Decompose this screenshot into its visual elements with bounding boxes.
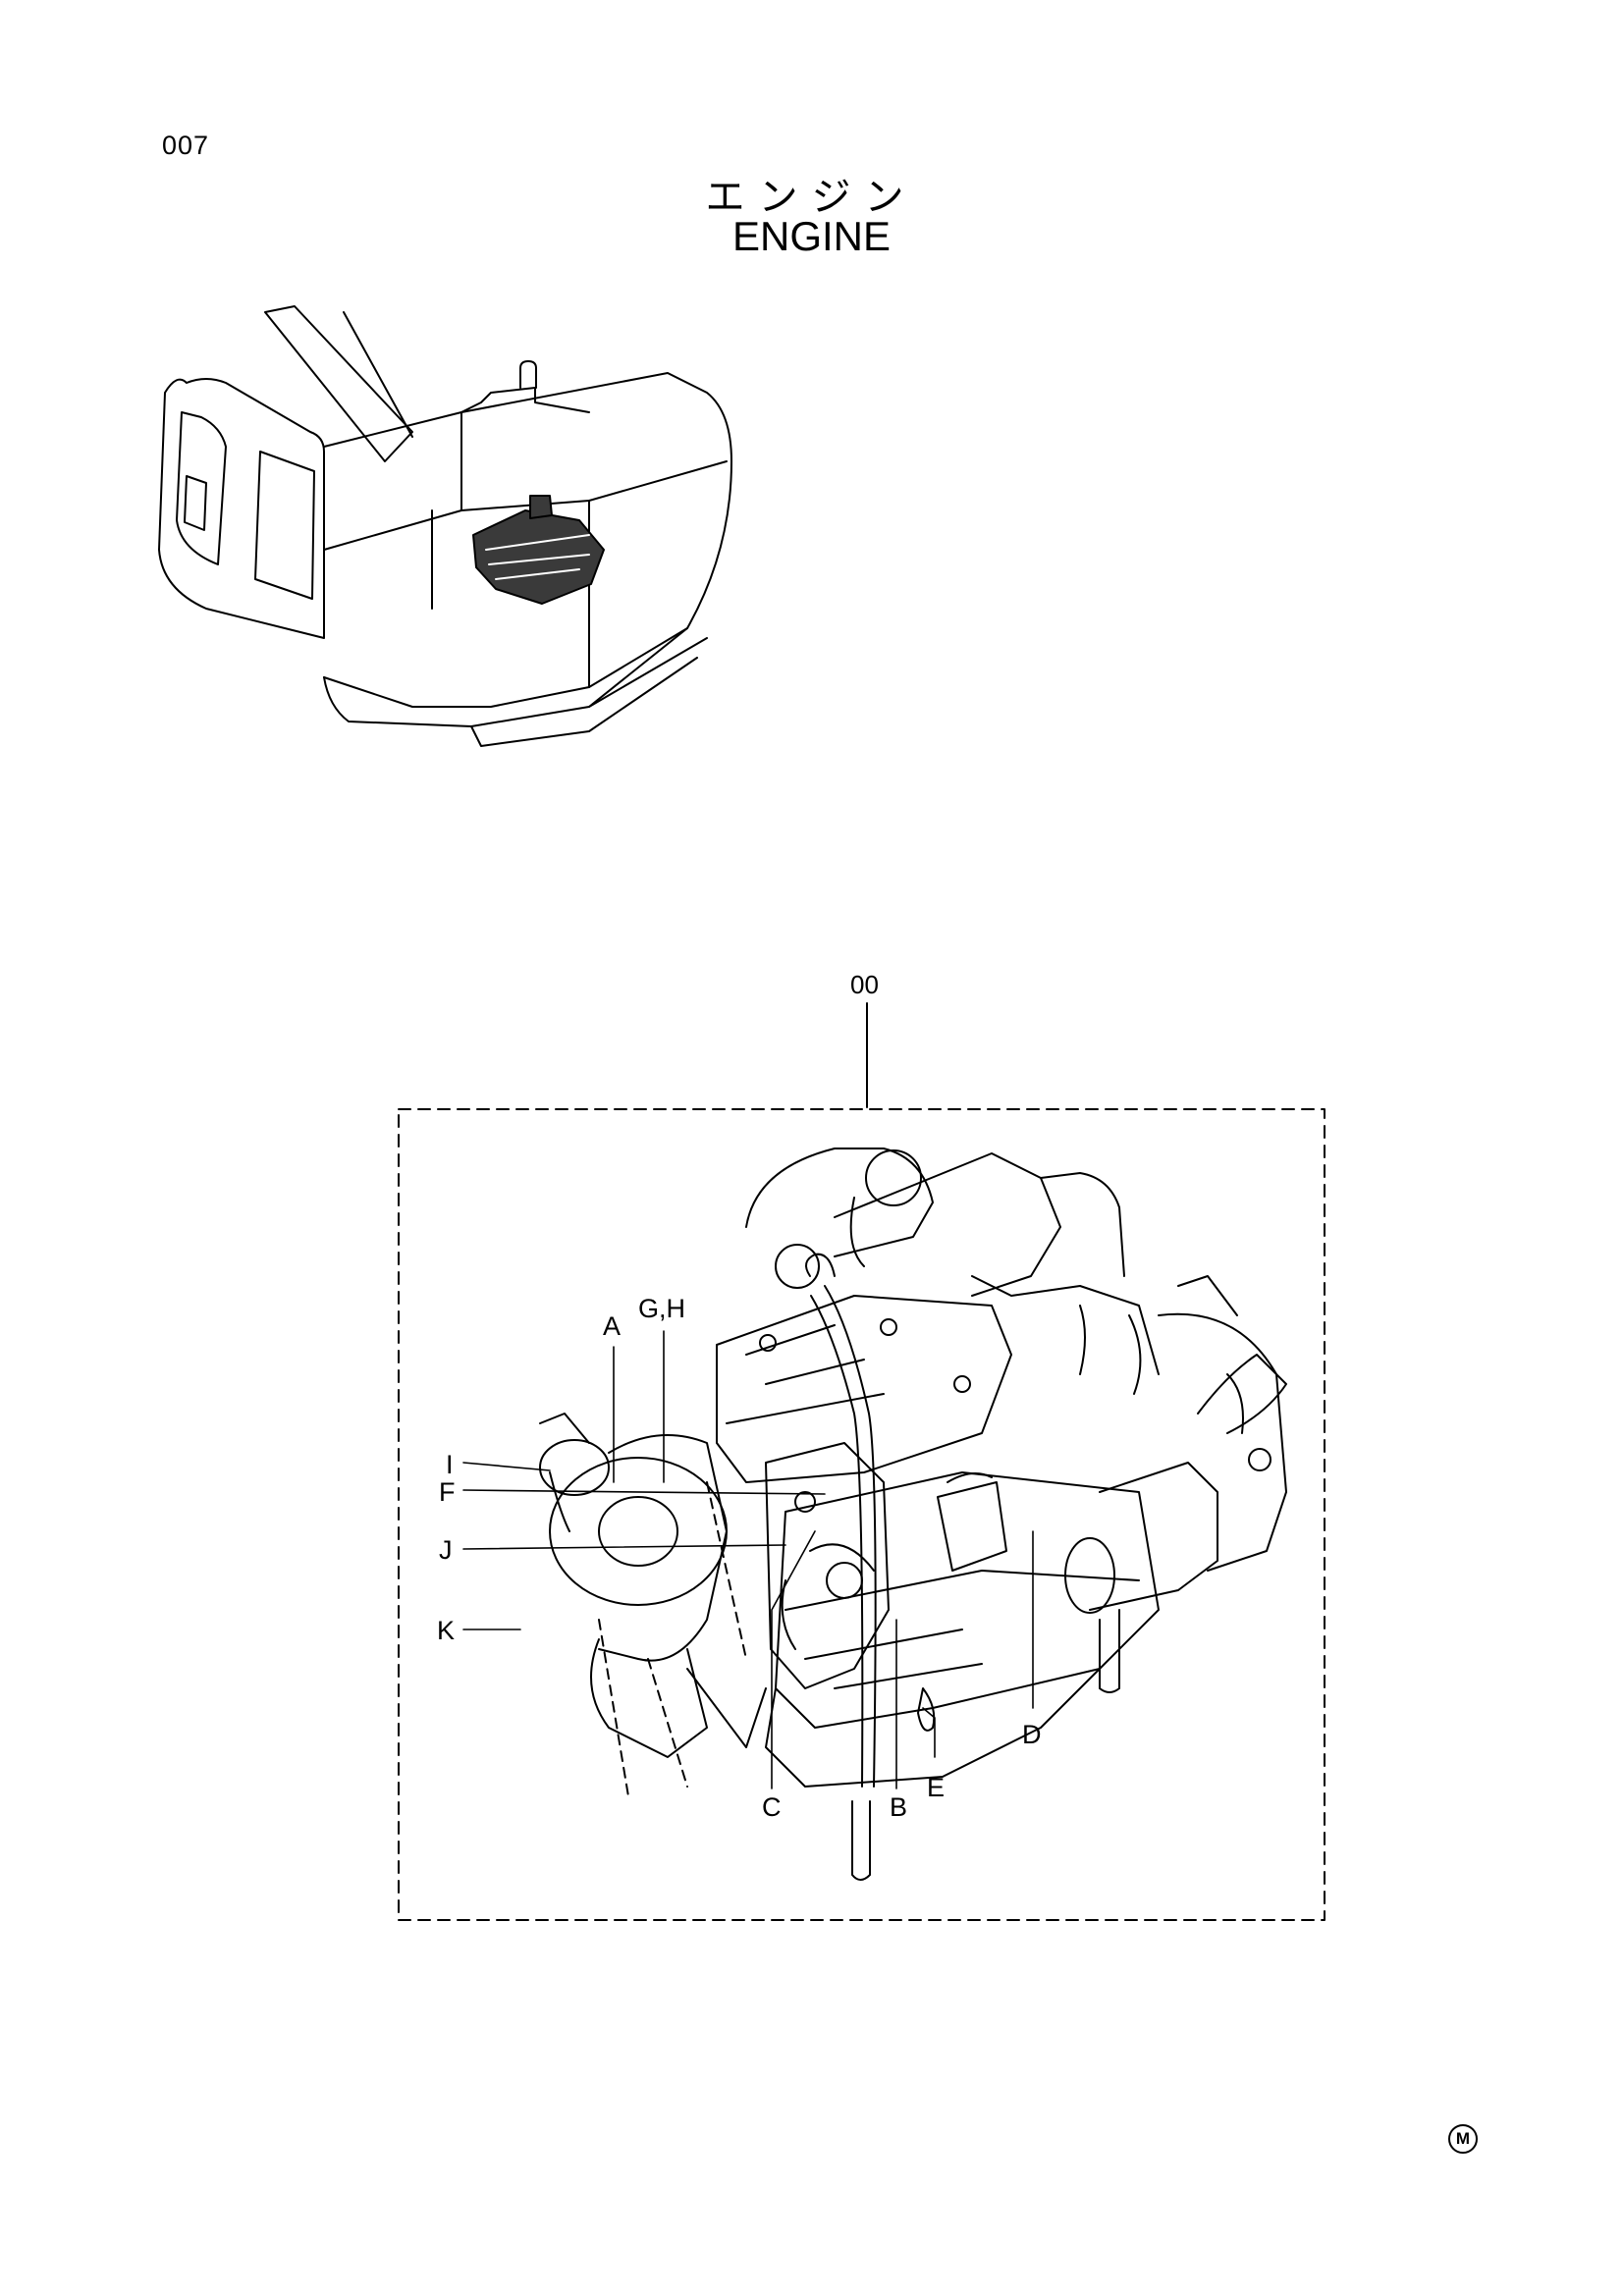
engine-location-highlight xyxy=(472,495,605,605)
callout-leader-lines xyxy=(462,1330,1034,1789)
callout-c: C xyxy=(762,1792,782,1822)
callout-f: F xyxy=(439,1477,456,1507)
callout-j: J xyxy=(439,1535,453,1565)
page-title-japanese: エンジン xyxy=(705,175,918,220)
callout-k: K xyxy=(437,1616,456,1645)
callout-a: A xyxy=(603,1311,622,1341)
callout-d: D xyxy=(1022,1720,1042,1749)
callout-b: B xyxy=(890,1792,908,1822)
page-title: ENGINE xyxy=(731,213,892,259)
machine-locator-illustration xyxy=(158,305,732,747)
page-number: 007 xyxy=(162,131,210,160)
assembly-boundary xyxy=(398,1108,1325,1921)
callout-g-h: G,H xyxy=(638,1294,686,1323)
callout-e: E xyxy=(927,1773,946,1802)
assembly-number-label: 00 xyxy=(850,970,879,999)
circled-m-mark: M xyxy=(1448,2124,1478,2154)
callout-i: I xyxy=(446,1450,454,1479)
engine-illustration xyxy=(539,1148,1287,1881)
